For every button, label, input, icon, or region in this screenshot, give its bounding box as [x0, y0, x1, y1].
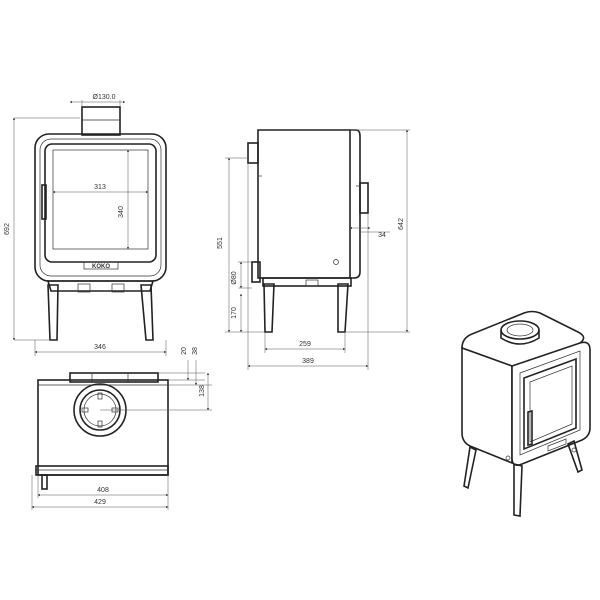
side-leg-rear	[263, 283, 275, 333]
iso-leg-left	[463, 445, 477, 490]
dim-window-height: 340	[118, 206, 125, 218]
dim-side-depth: 389	[302, 358, 314, 365]
front-view: KOKO Ø130.0 313 340 692 346	[4, 94, 167, 356]
front-base	[46, 280, 155, 292]
iso-handle	[527, 409, 533, 447]
plan-rear-collar	[69, 372, 159, 383]
dim-window-width: 313	[94, 184, 106, 191]
front-door	[44, 143, 157, 263]
side-view: 642 551 Ø80 170 34 259 389	[217, 129, 410, 370]
dim-side-projection: 34	[378, 232, 386, 239]
iso-glass	[529, 365, 573, 443]
iso-leg-front-right	[567, 439, 583, 474]
iso-leg-front-left	[513, 462, 523, 517]
iso-side-face	[461, 346, 513, 465]
dim-total-height: 692	[4, 223, 11, 235]
dim-top-height: 642	[398, 218, 405, 230]
side-handle	[359, 182, 369, 214]
front-flue-collar	[81, 106, 121, 136]
dim-plan-offset-b: 38	[192, 347, 199, 355]
front-glass	[52, 149, 149, 250]
dim-flue-diameter: Ø130.0	[93, 94, 116, 101]
dim-plan-depth: 138	[199, 385, 206, 397]
plan-view: 20 38 138 408 429	[31, 347, 212, 510]
logo-plate	[83, 261, 119, 270]
iso-door	[523, 357, 577, 451]
dim-leg-span: 259	[299, 341, 311, 348]
dim-rear-outlet-height: 551	[217, 237, 224, 249]
dim-plan-inner-width: 408	[97, 487, 109, 494]
side-body	[257, 129, 351, 279]
front-leg-right	[140, 284, 154, 341]
plan-handle	[41, 474, 48, 490]
dim-plan-outer-width: 429	[94, 499, 106, 506]
isometric-view	[461, 310, 591, 517]
dim-plan-offset-a: 20	[181, 347, 188, 355]
side-door-profile	[350, 129, 361, 279]
front-body	[34, 133, 167, 282]
side-rear-pipe	[247, 142, 259, 164]
side-leg-front	[337, 283, 349, 333]
plan-front-lip	[35, 465, 169, 476]
front-leg-left	[47, 284, 59, 341]
dim-rear-pipe-height: 170	[231, 307, 238, 319]
dim-rear-pipe-diameter: Ø80	[231, 271, 238, 284]
door-handle	[41, 184, 47, 220]
dim-front-width: 346	[94, 344, 106, 351]
logo-text: KOKO	[92, 264, 110, 270]
